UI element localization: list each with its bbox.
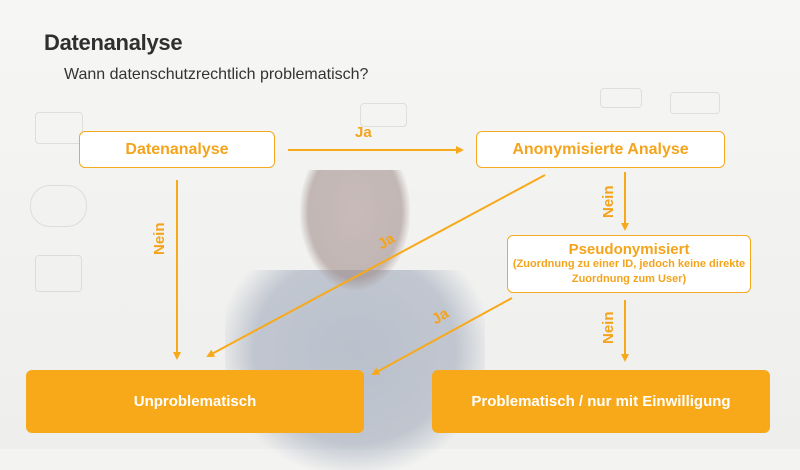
whiteboard-sketch (30, 185, 87, 227)
slide-title: Datenanalyse (44, 30, 183, 55)
whiteboard-sketch (35, 255, 82, 292)
pseudonymisiert-title: Pseudonymisiert (568, 240, 690, 258)
whiteboard-sketch (35, 112, 83, 144)
arrow-anonymisiert-to-unproblematisch (206, 174, 546, 357)
arrow-pseudonymisiert-to-unproblematisch (371, 297, 513, 375)
whiteboard-sketch (600, 88, 642, 108)
result-unproblematisch: Unproblematisch (26, 370, 364, 433)
whiteboard-sketch (670, 92, 720, 114)
flow-arrows (173, 146, 629, 375)
pseudonymisiert-detail-line2: Zuordnung zum User) (571, 272, 687, 285)
pseudonymisiert-detail-line1: (Zuordnung zu einer ID, jedoch keine dir… (512, 257, 746, 270)
edge-label-ja: Ja (355, 124, 372, 141)
whiteboard-sketch (360, 103, 407, 127)
node-pseudonymisiert: Pseudonymisiert (Zuordnung zu einer ID, … (507, 235, 751, 293)
edge-label-nein: Nein (600, 185, 617, 218)
node-anonymisierte-analyse: Anonymisierte Analyse (476, 131, 725, 168)
node-datenanalyse: Datenanalyse (79, 131, 275, 168)
person-head (300, 170, 410, 290)
edge-label-nein: Nein (151, 222, 168, 255)
result-problematisch: Problematisch / nur mit Einwilligung (432, 370, 770, 433)
edge-label-nein: Nein (600, 311, 617, 344)
slide-subtitle: Wann datenschutzrechtlich problematisch? (64, 66, 369, 83)
